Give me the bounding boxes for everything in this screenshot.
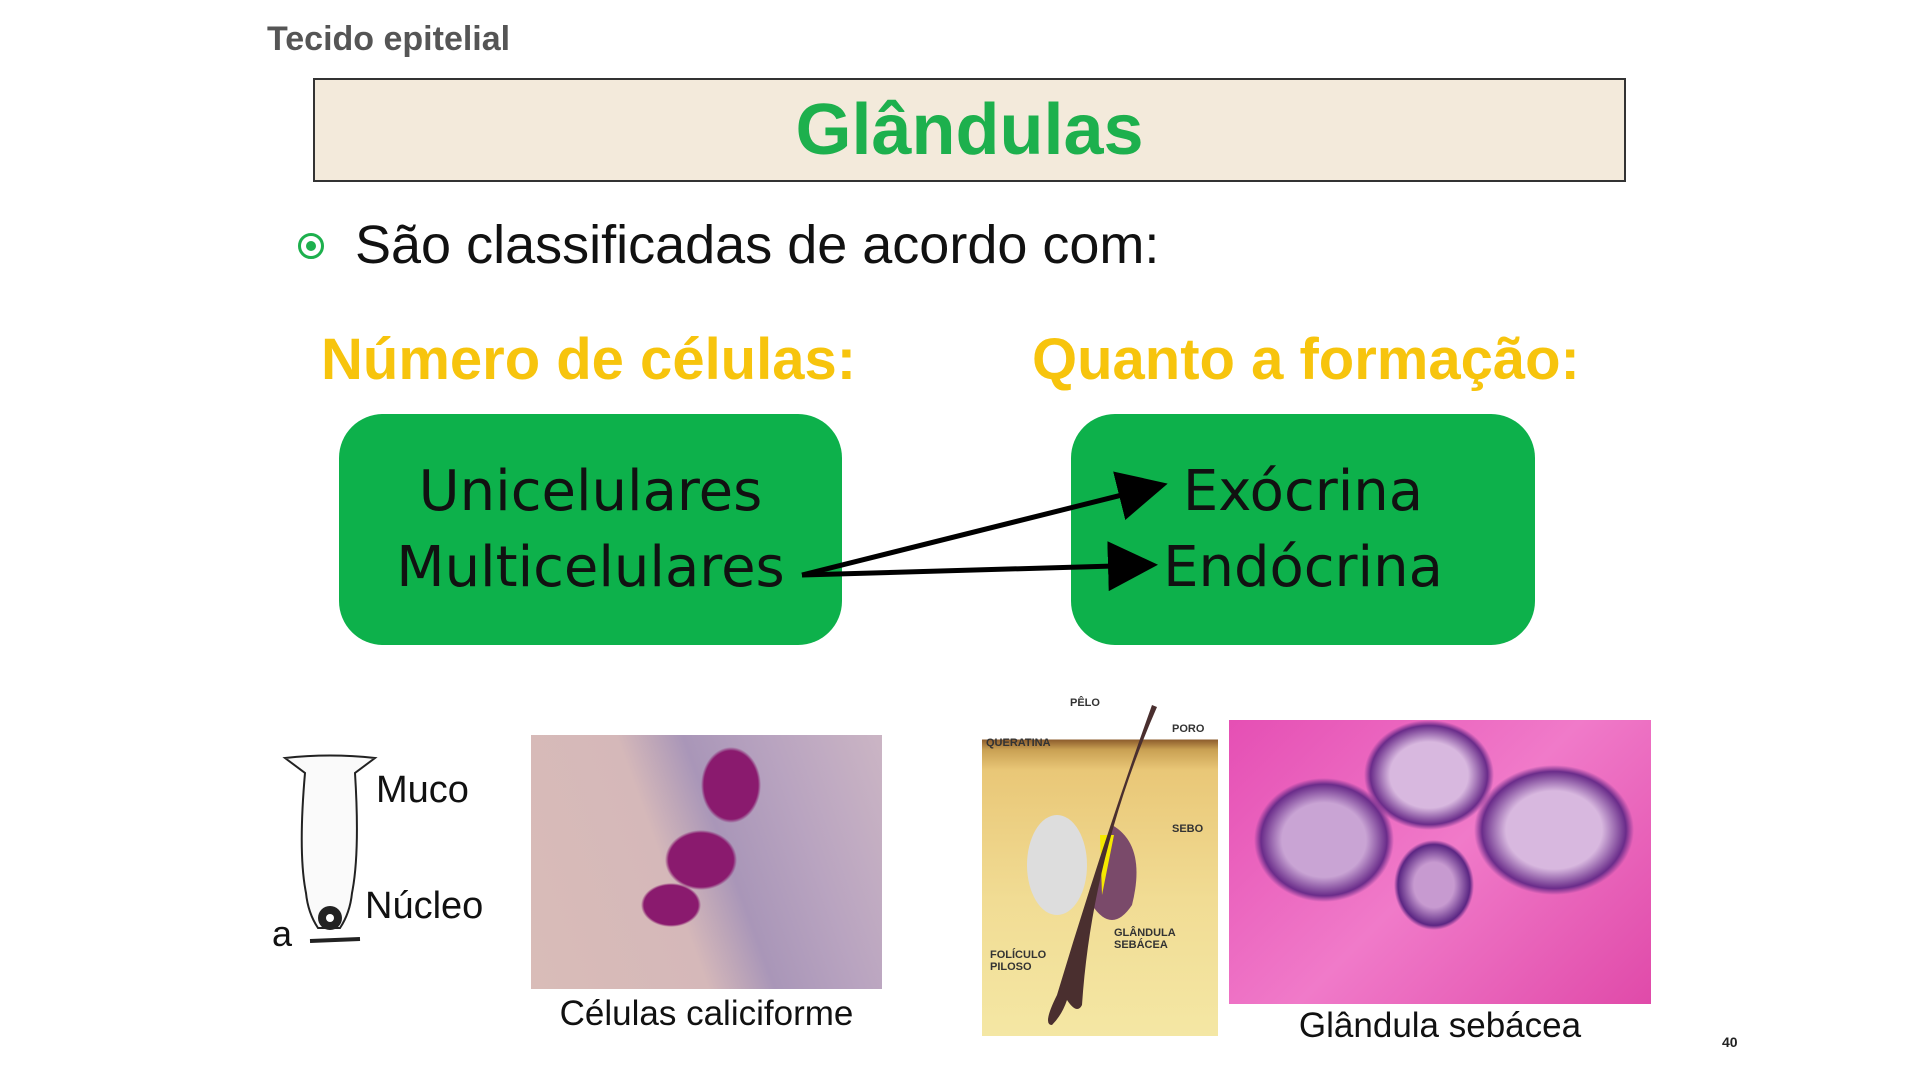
item-unicelulares: Unicelulares [418, 459, 763, 524]
goblet-cell-micrograph [531, 735, 882, 989]
bullet-icon [298, 233, 324, 259]
item-multicelulares: Multicelulares [396, 535, 785, 600]
sebaceous-gland-micrograph [1229, 720, 1651, 1004]
hair-icon [1027, 705, 1157, 1025]
label-sebo: SEBO [1172, 823, 1204, 835]
goblet-cell-icon [282, 754, 378, 943]
item-exocrina: Exócrina [1182, 459, 1424, 524]
label-nucleo: Núcleo [365, 885, 484, 927]
label-foliculo: FOLÍCULO PILOSO [990, 949, 1047, 973]
hair-follicle-diagram: PÊLO PORO QUERATINA SEBO GLÂNDULA SEBÁCE… [982, 695, 1218, 1036]
arrow-to-endocrina [801, 541, 1158, 592]
sebaceous-caption: Glândula sebácea [1298, 1006, 1582, 1045]
label-queratina: QUERATINA [986, 737, 1051, 749]
bullet-text: São classificadas de acordo com: [355, 215, 1160, 275]
label-muco: Muco [376, 769, 469, 811]
item-endocrina: Endócrina [1163, 535, 1443, 600]
label-poro: PORO [1172, 723, 1205, 735]
label-pelo: PÊLO [1070, 697, 1100, 709]
goblet-cell-drawing: Muco Núcleo a [272, 749, 512, 980]
header-box: Glândulas [313, 78, 1626, 182]
slide-title: Glândulas [795, 90, 1144, 170]
formation-box: Exócrina Endócrina [1071, 414, 1535, 645]
category-title-cell-count: Número de células: [321, 327, 857, 392]
label-partial: a [272, 913, 293, 954]
label-glandula: GLÂNDULA SEBÁCEA [1114, 927, 1176, 951]
arrow-to-exocrina [801, 471, 1168, 578]
page-number: 40 [1722, 1034, 1738, 1050]
section-title: Tecido epitelial [267, 20, 511, 58]
category-title-formation: Quanto a formação: [1032, 327, 1580, 392]
goblet-caption: Células caliciforme [559, 994, 854, 1033]
cell-count-box: Unicelulares Multicelulares [339, 414, 842, 645]
